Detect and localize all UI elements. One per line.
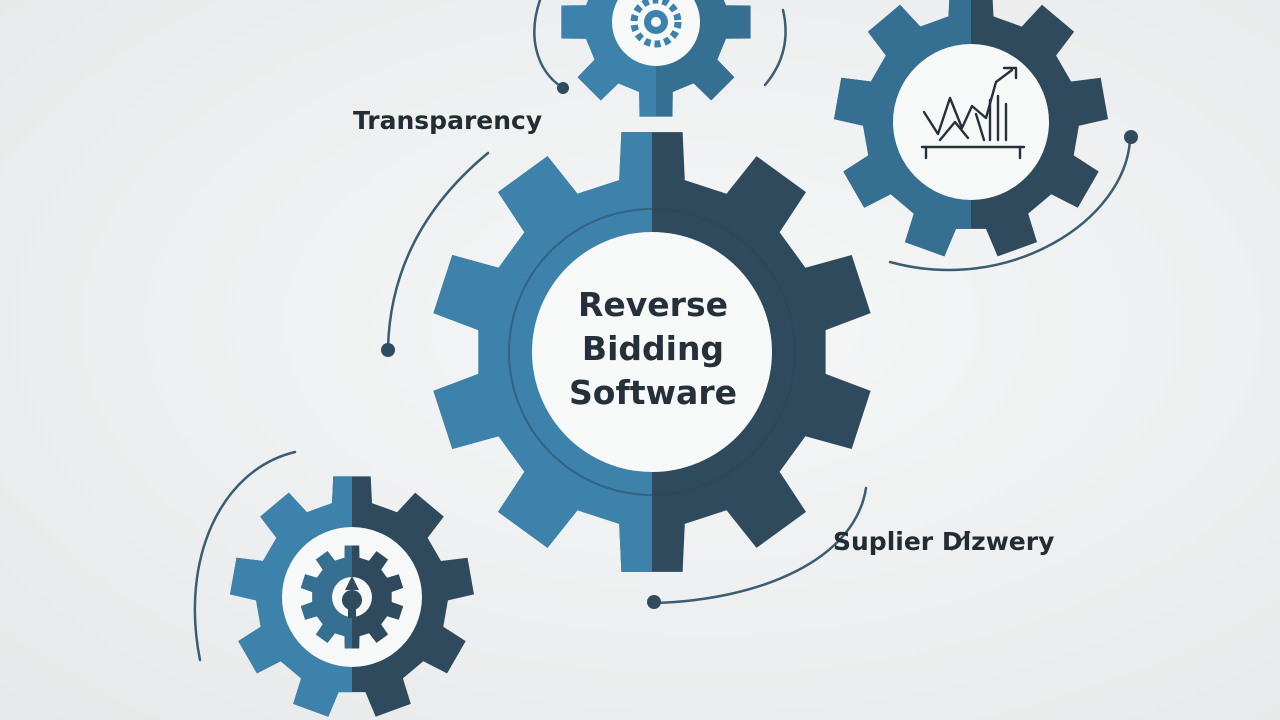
right-gear-hub bbox=[893, 44, 1049, 200]
center-title-line: Software bbox=[569, 373, 737, 412]
connector-top-right bbox=[763, 8, 787, 87]
center-title-line: Bidding bbox=[581, 329, 725, 368]
center-title-line: Reverse bbox=[578, 285, 728, 324]
center-gear-inner-ring bbox=[508, 208, 796, 496]
connector-right-gear bbox=[888, 138, 1132, 272]
gear-icon bbox=[630, 0, 682, 48]
connector-lines bbox=[193, 0, 1132, 662]
connector-dot bbox=[381, 343, 395, 357]
connector-dot bbox=[647, 595, 661, 609]
connector-dots bbox=[381, 82, 1138, 609]
right-gear bbox=[834, 0, 1108, 257]
line-chart-icon bbox=[920, 66, 1026, 160]
connector-dot bbox=[557, 82, 569, 94]
bottom-left-icon-gear-light-half bbox=[300, 545, 352, 649]
connector-bottom-left bbox=[193, 450, 297, 662]
gear-pin-icon bbox=[300, 545, 404, 649]
center-gear bbox=[433, 132, 871, 572]
label-supplier-discovery: Suplier Dl̸zwery bbox=[833, 527, 1055, 556]
connector-dot bbox=[1124, 130, 1138, 144]
connector-supplier bbox=[653, 486, 868, 605]
center-title: Reverse Bidding Software bbox=[540, 283, 766, 415]
label-transparency: Transparency bbox=[353, 106, 543, 135]
center-gear-hub bbox=[532, 232, 772, 472]
bottom-left-gear bbox=[230, 476, 474, 717]
connector-top-left bbox=[533, 0, 565, 90]
top-gear bbox=[561, 0, 751, 117]
connector-transparency bbox=[386, 151, 490, 350]
